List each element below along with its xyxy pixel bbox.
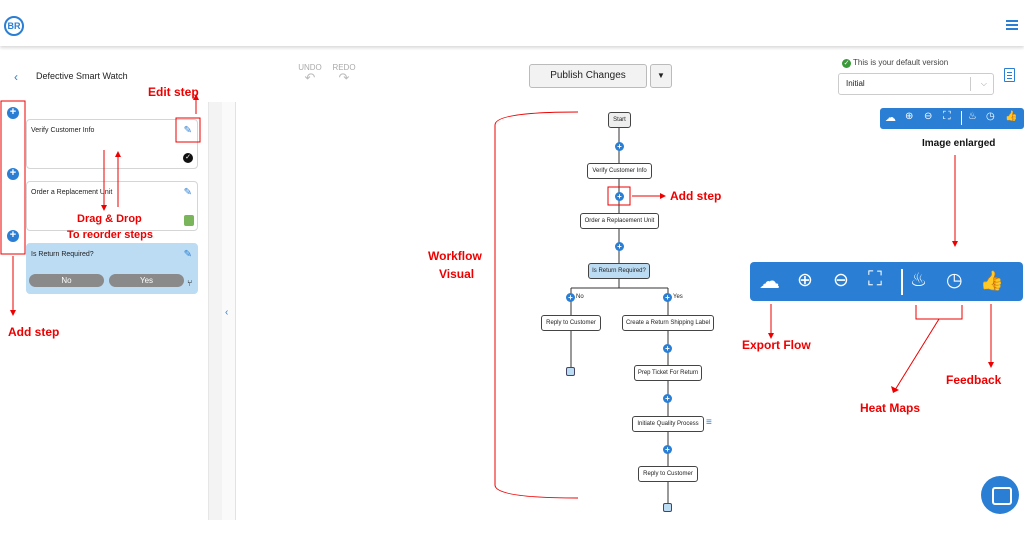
add-step-plus-icon[interactable]: +: [615, 242, 624, 251]
zoom-in-icon[interactable]: ⊕: [905, 111, 914, 122]
step-label: Order a Replacement Unit: [31, 189, 113, 196]
add-step-plus-icon[interactable]: +: [615, 142, 624, 151]
step-label: Verify Customer Info: [31, 127, 95, 134]
checkmark-icon: ✓: [183, 153, 193, 163]
zoom-out-icon[interactable]: ⊖: [833, 270, 849, 291]
chevron-left-icon: ‹: [225, 307, 229, 318]
annotation-edit-step: Edit step: [148, 85, 199, 99]
chevron-down-icon: ⌵: [980, 79, 987, 88]
shopify-icon: [184, 215, 194, 226]
annotation-add-step-canvas: Add step: [670, 189, 722, 203]
redo-button[interactable]: REDO ↷: [329, 63, 359, 84]
undo-icon: ↶: [304, 70, 316, 85]
redo-icon: ↷: [338, 70, 350, 85]
version-value: Initial: [846, 79, 865, 88]
annotation-workflow: Workflow: [428, 249, 482, 263]
collapse-panel-toggle[interactable]: ‹: [222, 102, 236, 520]
redo-label: REDO: [332, 63, 356, 72]
fullscreen-icon[interactable]: ⛶: [868, 268, 882, 290]
annotation-visual: Visual: [439, 267, 475, 281]
edit-pencil-icon[interactable]: ✎: [183, 125, 192, 136]
brand-logo[interactable]: BR: [4, 16, 24, 36]
flame-icon[interactable]: ♨: [910, 270, 928, 291]
add-step-plus-icon[interactable]: +: [663, 445, 672, 454]
workflow-node[interactable]: Verify Customer Info: [587, 163, 652, 179]
workflow-node[interactable]: Order a Replacement Unit: [580, 213, 659, 229]
chat-launcher-icon[interactable]: [981, 476, 1019, 514]
workflow-node[interactable]: Create a Return Shipping Label: [622, 315, 714, 331]
decision-step-card[interactable]: Is Return Required? ✎ No Yes ⑂: [26, 243, 198, 294]
branch-icon: ⑂: [187, 278, 193, 288]
back-chevron-icon[interactable]: ‹: [14, 70, 18, 84]
workflow-node[interactable]: Initiate Quality Process: [632, 416, 704, 432]
step-card[interactable]: Verify Customer Info ✎ ✓: [26, 119, 198, 169]
end-node: [663, 503, 672, 512]
cloud-download-icon[interactable]: ☁: [759, 270, 780, 293]
workflow-node-start[interactable]: Start: [608, 112, 631, 128]
timer-icon[interactable]: ◷: [986, 111, 995, 122]
fullscreen-icon[interactable]: ⛶: [943, 110, 951, 122]
annotation-drag-drop: Drag & Drop: [77, 213, 142, 225]
branch-no-label: No: [576, 294, 584, 300]
workflow-node[interactable]: Prep Ticket For Return: [634, 365, 702, 381]
default-version-notice: ✓This is your default version: [842, 58, 948, 68]
add-step-plus-icon[interactable]: +: [663, 394, 672, 403]
canvas-toolbar-enlarged: ☁ ⊕ ⊖ ⛶ ♨ ◷ 👍: [750, 262, 1023, 301]
branch-yes-label: Yes: [673, 294, 683, 300]
add-step-plus-icon[interactable]: +: [615, 192, 624, 201]
annotation-image-enlarged: Image enlarged: [922, 138, 996, 149]
step-label: Is Return Required?: [31, 251, 94, 258]
document-icon[interactable]: [1004, 68, 1015, 82]
panel-scrollbar[interactable]: [208, 102, 222, 520]
workflow-node[interactable]: Reply to Customer: [638, 466, 698, 482]
undo-button[interactable]: UNDO ↶: [295, 63, 325, 84]
undo-label: UNDO: [298, 63, 322, 72]
canvas-toolbar: ☁ ⊕ ⊖ ⛶ ♨ ◷ 👍: [880, 108, 1024, 129]
flow-title: Defective Smart Watch: [36, 71, 128, 81]
annotation-heat-maps: Heat Maps: [860, 401, 921, 415]
timer-icon[interactable]: ◷: [946, 270, 963, 291]
add-step-plus-icon[interactable]: +: [663, 293, 672, 302]
add-step-icon[interactable]: +: [7, 107, 19, 119]
workflow-node[interactable]: Reply to Customer: [541, 315, 601, 331]
cloud-download-icon[interactable]: ☁: [885, 112, 896, 124]
edit-pencil-icon[interactable]: ✎: [183, 187, 192, 198]
workflow-decision-node[interactable]: Is Return Required?: [588, 263, 650, 279]
flame-icon[interactable]: ♨: [968, 111, 977, 122]
list-icon[interactable]: ≡: [706, 417, 712, 428]
step-card[interactable]: Order a Replacement Unit ✎: [26, 181, 198, 231]
annotation-add-step: Add step: [8, 325, 60, 339]
add-step-icon[interactable]: +: [7, 168, 19, 180]
end-node: [566, 367, 575, 376]
edit-pencil-icon[interactable]: ✎: [183, 249, 192, 260]
branch-yes-button[interactable]: Yes: [109, 274, 184, 287]
version-select[interactable]: Initial ⌵: [838, 73, 994, 95]
zoom-in-icon[interactable]: ⊕: [797, 270, 813, 291]
annotation-reorder: To reorder steps: [67, 229, 153, 241]
annotation-feedback: Feedback: [946, 373, 1002, 387]
add-step-plus-icon[interactable]: +: [663, 344, 672, 353]
add-step-icon[interactable]: +: [7, 230, 19, 242]
add-step-plus-icon[interactable]: +: [566, 293, 575, 302]
default-version-text: This is your default version: [853, 58, 949, 67]
thumbs-up-icon[interactable]: 👍: [980, 271, 1004, 292]
check-circle-icon: ✓: [842, 59, 851, 68]
publish-dropdown-icon[interactable]: ▼: [650, 64, 672, 88]
publish-changes-button[interactable]: Publish Changes: [529, 64, 647, 88]
hamburger-menu-icon[interactable]: [1006, 20, 1018, 30]
branch-no-button[interactable]: No: [29, 274, 104, 287]
annotation-export-flow: Export Flow: [742, 338, 811, 352]
thumbs-up-icon[interactable]: 👍: [1005, 111, 1018, 122]
top-header: BR: [0, 0, 1024, 46]
zoom-out-icon[interactable]: ⊖: [924, 111, 933, 122]
